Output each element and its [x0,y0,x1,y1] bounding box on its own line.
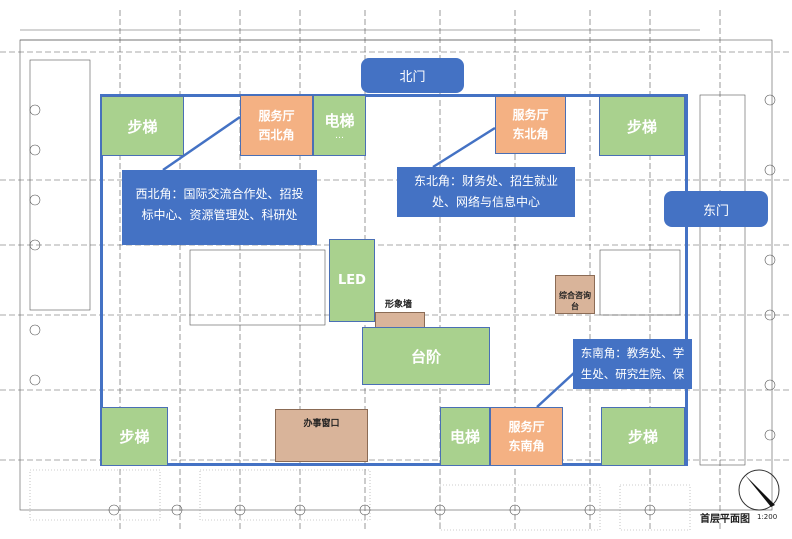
led-screen: LED [329,239,375,322]
north-gate: 北门 [361,58,464,93]
service-hall-se: 服务厅 东南角 [490,407,563,466]
callout-se: 东南角：教务处、学生处、研究生院、保卫处 [573,339,692,402]
service-hall-se-line1: 服务厅 [508,419,545,434]
info-desk: 综合咨询台 [555,275,595,314]
east-gate: 东门 [664,191,768,227]
ne-callout-leader [432,126,496,169]
stairs-ne: 步梯 [599,96,685,156]
stairs-se: 步梯 [601,407,685,466]
se-callout-leader [536,371,576,408]
stairs-sw: 步梯 [101,407,168,466]
callout-ne: 东北角：财务处、招生就业处、网络与信息中心 [397,167,575,217]
callout-nw: 西北角：国际交流合作处、招投标中心、资源管理处、科研处 [122,170,317,245]
drawing-scale: 1:200 [757,513,778,521]
service-hall-nw-line1: 服务厅 [258,108,295,123]
elevator-south: 电梯 [440,407,490,466]
nw-callout-leader [162,115,241,172]
service-area-outline [100,94,688,466]
service-hall-ne-line1: 服务厅 [512,108,549,122]
service-hall-nw-line2: 西北角 [258,127,295,142]
service-hall-se-line2: 东南角 [508,438,545,453]
elevator-north-label: 电梯 [324,112,355,130]
steps: 台阶 [362,327,490,385]
elevator-north: 电梯 … [313,95,366,156]
image-wall-label: 形象墙 [385,300,413,310]
office-window: 办事窗口 [275,409,368,462]
stairs-nw: 步梯 [101,96,184,156]
service-hall-ne: 服务厅 东北角 [495,96,566,154]
drawing-title: 首层平面图 [700,514,750,525]
service-hall-ne-line2: 东北角 [512,127,549,141]
compass-icon [738,469,780,511]
service-hall-nw: 服务厅 西北角 [240,95,313,156]
elevator-north-sub: … [335,131,344,141]
